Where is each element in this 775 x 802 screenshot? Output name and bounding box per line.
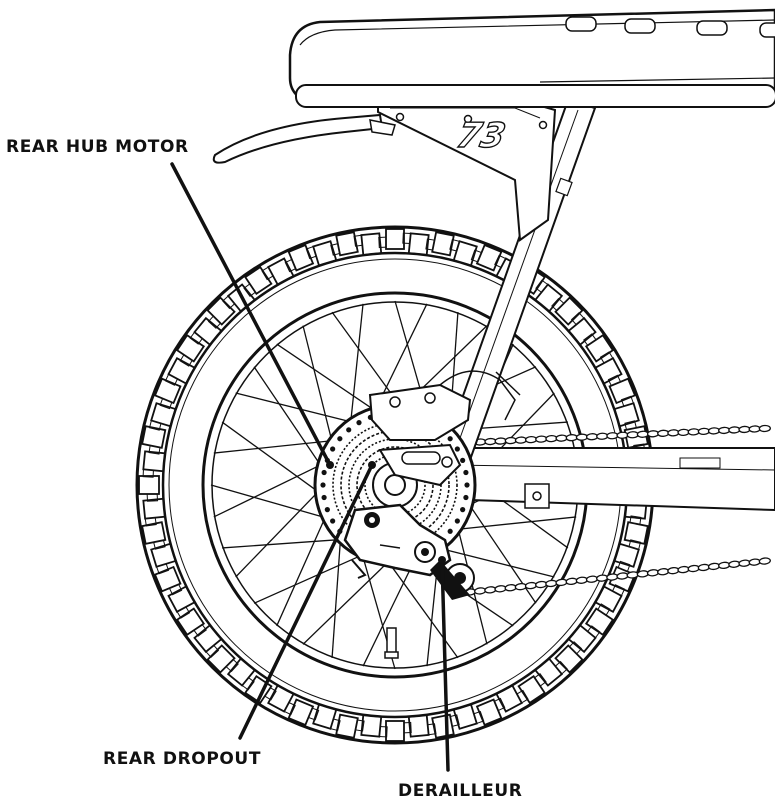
model-badge: 73	[453, 116, 509, 156]
rear-subframe: 73	[378, 91, 555, 240]
label-derailleur: DERAILLEUR	[398, 781, 522, 801]
seat	[290, 10, 775, 107]
rear-fender	[214, 115, 395, 163]
label-rear-hub-motor: REAR HUB MOTOR	[6, 137, 189, 157]
label-rear-dropout: REAR DROPOUT	[103, 749, 261, 769]
chainstay	[440, 448, 775, 510]
valve-stem	[385, 628, 398, 658]
